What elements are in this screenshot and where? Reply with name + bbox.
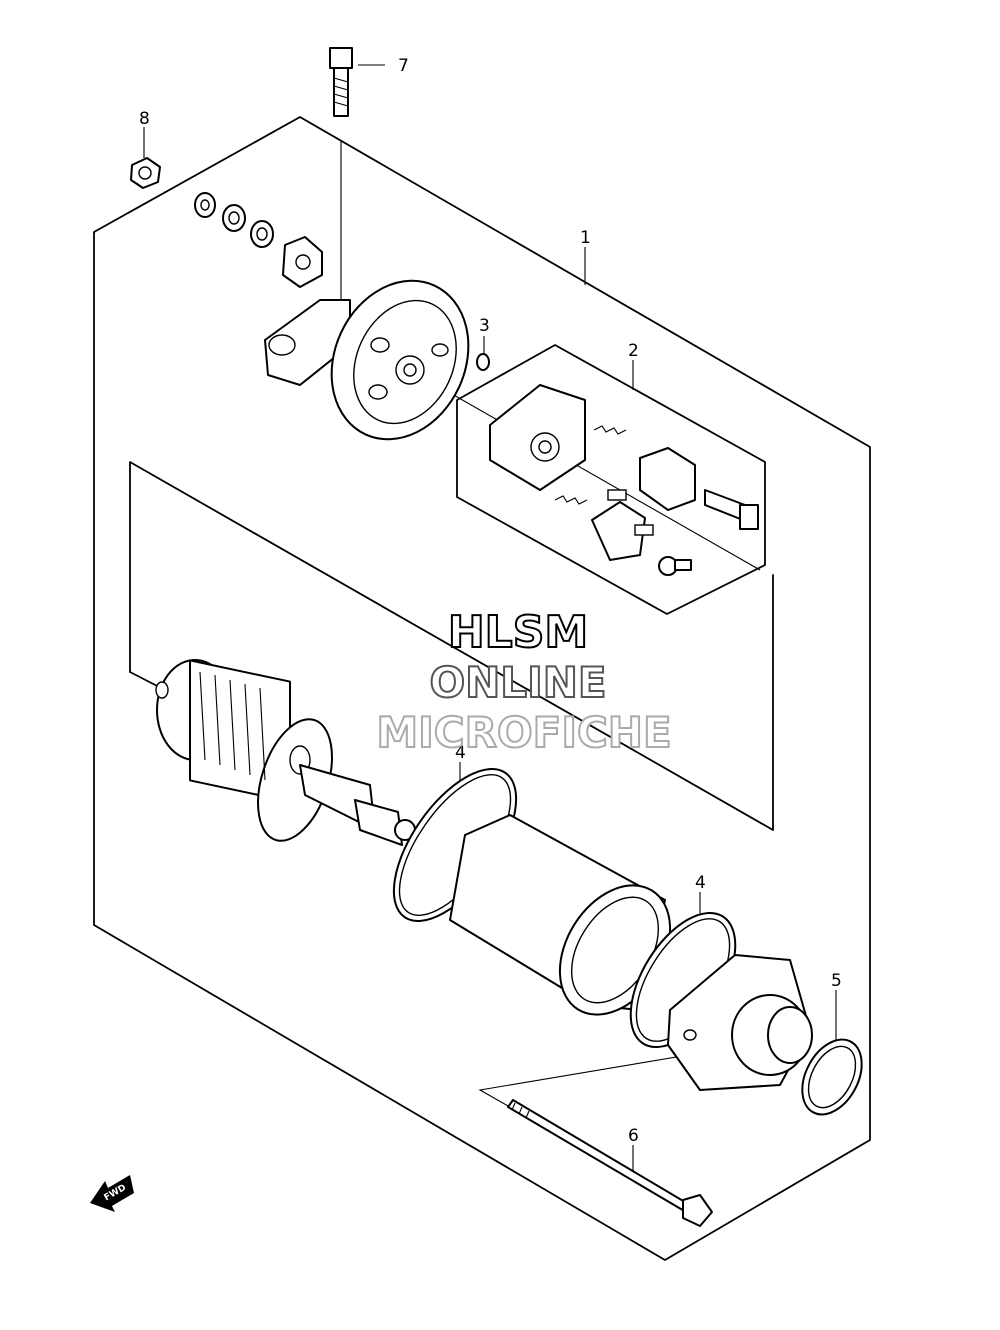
armature [155,659,416,846]
callout-5: 5 [831,971,842,991]
watermark-line-1: HLSM [448,607,588,658]
rear-end-cover [264,279,470,441]
callout-1: 1 [580,228,591,248]
callout-2: 2 [628,341,639,361]
o-ring-part-5-inner [807,1045,857,1109]
through-bolt-axis-line [478,1049,719,1216]
brush-axis-line [409,369,761,571]
callout-4-upper: 4 [455,743,466,763]
armature-outline [129,461,774,831]
callout-6: 6 [628,1126,639,1146]
bolt-part-7 [329,47,353,117]
watermark-line-2: ONLINE [429,658,606,707]
callout-7: 7 [398,56,409,76]
o-ring-part-3 [476,353,490,371]
through-bolt-part-6 [507,1099,713,1227]
assembly-outline-1 [93,116,871,1261]
subassembly-outline-2 [456,344,766,615]
callout-4-lower: 4 [695,873,706,893]
callout-3: 3 [479,316,490,336]
fwd-arrow-icon: FWD [90,1175,134,1212]
front-cover [667,954,813,1091]
washer-stack [194,192,323,288]
nut-part-8 [130,157,161,189]
brush-holder-assembly [489,384,759,576]
watermark-line-3: MICROFICHE [376,708,671,757]
callout-8: 8 [139,109,150,129]
